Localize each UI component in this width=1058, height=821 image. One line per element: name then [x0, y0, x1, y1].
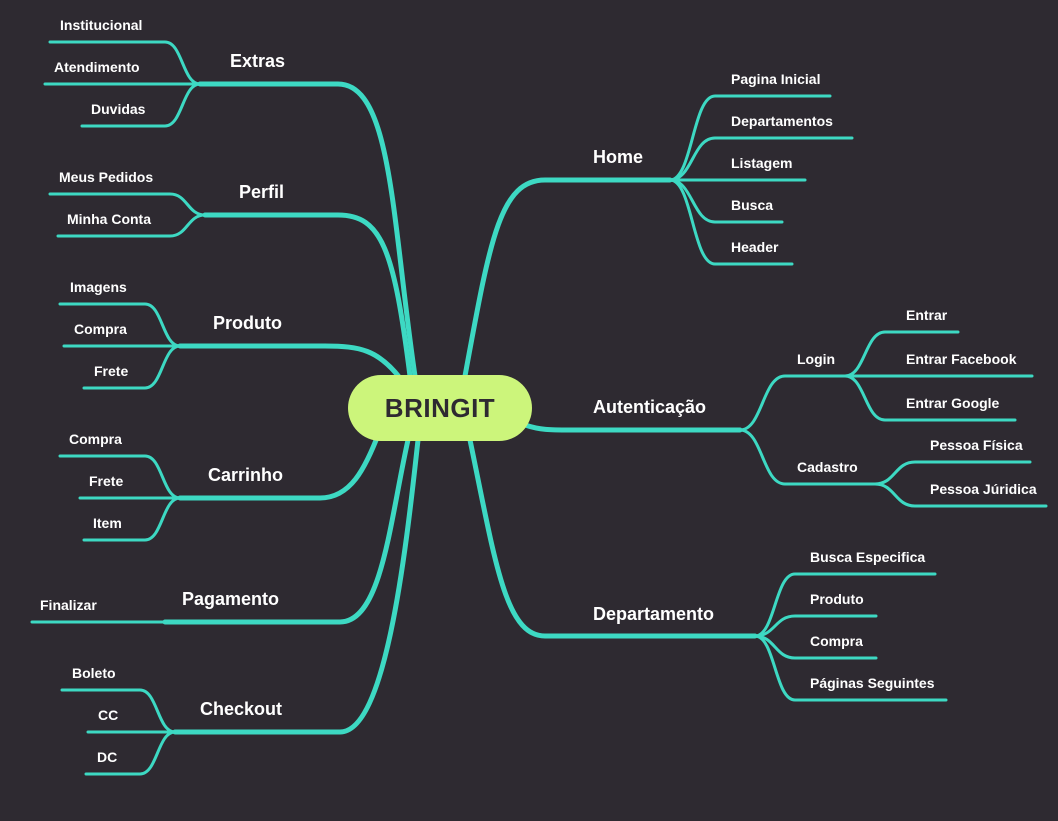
leaf-dc[interactable]: DC: [97, 749, 118, 765]
branch-line-autenticacao: [522, 422, 743, 433]
branch-checkout[interactable]: Checkout: [200, 699, 283, 719]
leaf-compra[interactable]: Compra: [69, 431, 122, 447]
leaf-entrar-facebook[interactable]: Entrar Facebook: [906, 351, 1017, 367]
leaf-produto[interactable]: Produto: [810, 591, 864, 607]
branch-line-checkout: [172, 437, 421, 735]
leaf-pessoa-fisica[interactable]: Pessoa Física: [930, 437, 1023, 453]
leaf-entrar[interactable]: Entrar: [906, 307, 948, 323]
leaf-header[interactable]: Header: [731, 239, 779, 255]
branch-produto[interactable]: Produto: [213, 313, 282, 333]
branch-departamento[interactable]: Departamento: [593, 604, 715, 624]
leaf-line-paginas-seguintes: [753, 634, 948, 702]
leaf-line-pessoa-juridica: [873, 482, 1048, 508]
leaf-boleto[interactable]: Boleto: [72, 665, 116, 681]
branch-autenticacao[interactable]: Autenticação: [593, 397, 707, 417]
branch-line-home: [462, 177, 673, 379]
leaf-line-item: [82, 496, 182, 542]
subbranch-line-login: [738, 374, 847, 432]
leaf-pessoa-juridica[interactable]: Pessoa Júridica: [930, 481, 1037, 497]
leaf-paginas-seguintes[interactable]: Páginas Seguintes: [810, 675, 935, 691]
leaf-finalizar[interactable]: Finalizar: [40, 597, 97, 613]
branch-line-produto: [177, 343, 403, 381]
leaf-compra[interactable]: Compra: [74, 321, 127, 337]
leaf-cc[interactable]: CC: [98, 707, 119, 723]
leaf-departamentos[interactable]: Departamentos: [731, 113, 833, 129]
leaf-item[interactable]: Item: [93, 515, 122, 531]
leaf-line-entrar-google: [843, 374, 1017, 422]
center-label: BRINGIT: [384, 392, 496, 423]
subbranch-cadastro[interactable]: Cadastro: [797, 459, 858, 475]
center-node[interactable]: BRINGIT: [348, 375, 532, 441]
branch-line-departamento: [467, 437, 758, 639]
leaf-line-busca-especifica: [753, 572, 937, 638]
leaf-duvidas[interactable]: Duvidas: [91, 101, 146, 117]
leaf-line-frete: [82, 344, 182, 390]
branch-line-extras: [197, 81, 418, 379]
leaf-line-header: [668, 178, 794, 266]
leaf-institucional[interactable]: Institucional: [60, 17, 143, 33]
branch-line-pagamento: [162, 437, 411, 625]
leaf-line-pagina-inicial: [668, 94, 832, 182]
leaf-line-entrar: [843, 330, 960, 378]
branch-line-carrinho: [177, 427, 383, 501]
leaf-listagem[interactable]: Listagem: [731, 155, 793, 171]
leaf-busca-especifica[interactable]: Busca Especifica: [810, 549, 926, 565]
leaf-frete[interactable]: Frete: [94, 363, 129, 379]
leaf-line-minha-conta: [56, 213, 207, 238]
leaf-meus-pedidos[interactable]: Meus Pedidos: [59, 169, 154, 185]
branch-pagamento[interactable]: Pagamento: [182, 589, 280, 609]
branch-line-perfil: [202, 212, 413, 379]
leaf-compra[interactable]: Compra: [810, 633, 863, 649]
leaf-line-boleto: [60, 688, 177, 734]
subbranch-login[interactable]: Login: [797, 351, 836, 367]
leaf-pagina-inicial[interactable]: Pagina Inicial: [731, 71, 821, 87]
branch-carrinho[interactable]: Carrinho: [208, 465, 284, 485]
leaf-frete[interactable]: Frete: [89, 473, 124, 489]
leaf-line-departamentos: [668, 136, 854, 182]
branch-perfil[interactable]: Perfil: [239, 182, 285, 202]
leaf-line-dc: [84, 730, 177, 776]
leaf-minha-conta[interactable]: Minha Conta: [67, 211, 151, 227]
leaf-line-duvidas: [80, 82, 202, 128]
leaf-atendimento[interactable]: Atendimento: [54, 59, 140, 75]
leaf-busca[interactable]: Busca: [731, 197, 774, 213]
subbranch-line-cadastro: [738, 428, 877, 486]
branch-home[interactable]: Home: [593, 147, 644, 167]
leaf-entrar-google[interactable]: Entrar Google: [906, 395, 1000, 411]
branch-extras[interactable]: Extras: [230, 51, 286, 71]
leaf-imagens[interactable]: Imagens: [70, 279, 127, 295]
